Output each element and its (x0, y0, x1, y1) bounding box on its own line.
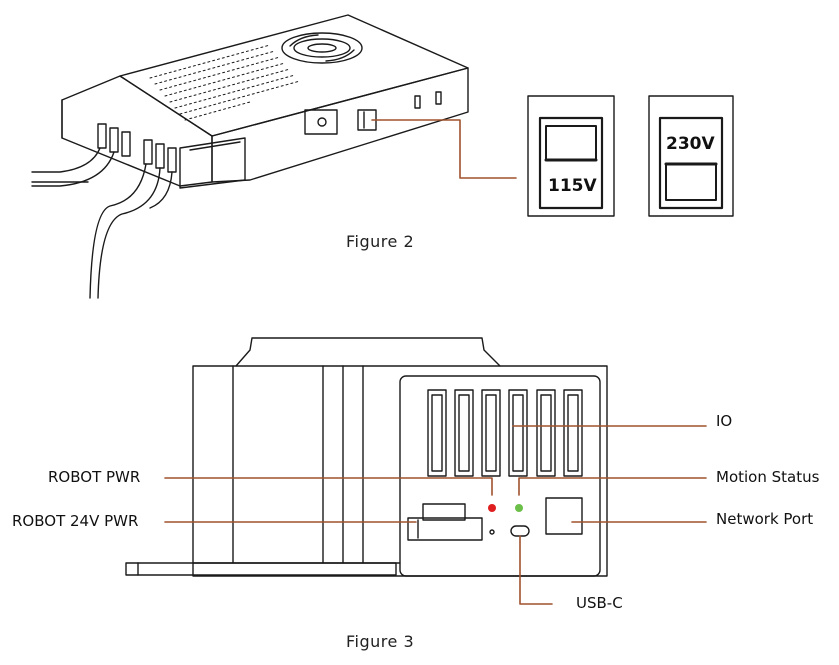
switch-leader-line (371, 119, 517, 179)
leader-robot-pwr (164, 477, 493, 496)
usb-c-port (510, 525, 530, 537)
switch-230v-label: 230V (666, 134, 715, 154)
power-cables (31, 147, 173, 299)
motion-status-led-icon (515, 504, 523, 512)
indicator-slot (435, 91, 442, 105)
indicator-slot (414, 95, 421, 109)
psu-bracket (179, 137, 246, 189)
usb-c-label: USB-C (576, 594, 623, 612)
figure-3-caption: Figure 3 (346, 632, 415, 651)
motion-status-label: Motion Status (716, 468, 820, 486)
figure-2-caption: Figure 2 (346, 232, 415, 251)
terminal-blocks (97, 123, 177, 173)
leader-usb-c (519, 535, 553, 605)
network-port-label: Network Port (716, 510, 814, 528)
io-panel (399, 375, 601, 577)
screw-plate (304, 109, 338, 135)
switch-230v-closeup (648, 95, 734, 217)
robot-24v-pwr-label: ROBOT 24V PWR (12, 512, 139, 530)
switch-115v-closeup (527, 95, 615, 217)
controller-base-plate (125, 562, 397, 576)
psu-front-face (211, 67, 469, 183)
controller-top-hump (235, 337, 501, 367)
screw-icon (317, 117, 327, 127)
robot-24v-power-connector (407, 503, 483, 541)
robot-pwr-led-icon (488, 504, 496, 512)
io-label: IO (716, 412, 733, 430)
power-supply-unit (31, 14, 469, 299)
leader-motion-status (518, 477, 707, 496)
switch-115v-label: 115V (548, 176, 597, 196)
io-connector-slots (427, 389, 583, 477)
psu-end-face (61, 75, 213, 187)
psu-top-face (119, 14, 469, 137)
fan-grille (281, 32, 363, 64)
screw-hole (489, 529, 495, 535)
network-port (545, 497, 583, 535)
callout-leader-lines (164, 425, 707, 605)
controller-body (192, 365, 608, 577)
robot-pwr-label: ROBOT PWR (48, 468, 141, 486)
controller-box (125, 337, 608, 577)
vent-holes (149, 44, 301, 121)
